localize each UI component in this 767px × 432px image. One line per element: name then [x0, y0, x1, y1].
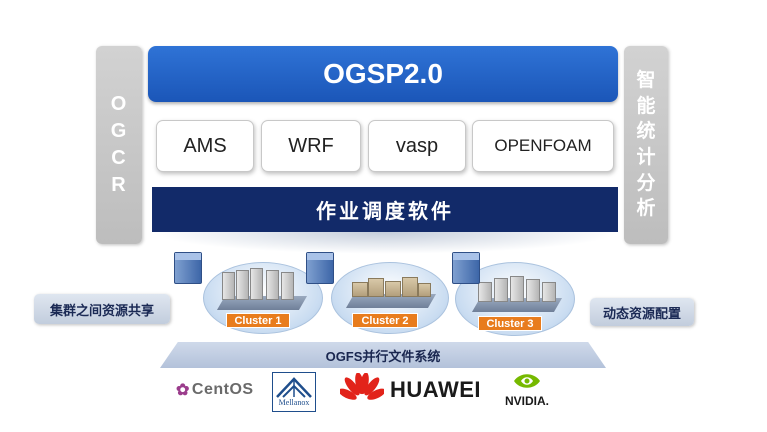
filesystem-bar: OGFS并行文件系统 [160, 342, 606, 368]
nvidia-eye-icon [514, 374, 540, 388]
server-rack [542, 282, 556, 302]
app-box-vasp: vasp [368, 120, 466, 172]
storage-cube-icon [174, 252, 202, 284]
server-rack [236, 270, 249, 300]
centos-gear-icon: ✿ [176, 382, 190, 399]
server-box [385, 281, 401, 297]
stats-char: 分 [636, 172, 656, 194]
nvidia-logo-text: NVIDIA. [504, 394, 549, 408]
stats-char: 析 [636, 198, 656, 220]
server-rack [266, 270, 279, 300]
huawei-flower-icon [340, 373, 384, 400]
ogcr-letter: G [110, 120, 128, 142]
huawei-logo-text: HUAWEI [390, 377, 481, 402]
nvidia-logo: NVIDIA. [500, 370, 554, 410]
mellanox-bridge-icon [276, 377, 312, 398]
server-rack [510, 276, 524, 302]
server-rack [494, 278, 508, 302]
app-box-ams: AMS [156, 120, 254, 172]
centos-logo: ✿ CentOS [176, 378, 254, 402]
scheduler-bar: 作业调度软件 [152, 187, 618, 232]
scheduler-glow [150, 232, 620, 254]
ogcr-letter: O [110, 93, 128, 115]
stats-char: 能 [636, 95, 656, 117]
server-rack [222, 272, 235, 300]
server-box [402, 277, 418, 297]
ogcr-letter: C [111, 147, 127, 169]
server-rack [526, 279, 540, 302]
storage-cube-icon [306, 252, 334, 284]
dynamic-config-tag: 动态资源配置 [590, 298, 694, 326]
server-box [352, 282, 368, 297]
app-box-openfoam: OPENFOAM [472, 120, 614, 172]
ogcr-sidebar: O G C R [96, 46, 142, 244]
resource-sharing-tag: 集群之间资源共享 [34, 294, 170, 324]
storage-cube-icon [452, 252, 480, 284]
cluster-2-label: Cluster 2 [352, 313, 418, 328]
cluster-3-label: Cluster 3 [478, 316, 542, 331]
centos-logo-text: CentOS [191, 381, 254, 398]
server-rack [250, 268, 263, 300]
platform-title-bar: OGSP2.0 [148, 46, 618, 102]
mellanox-logo: Mellanox [272, 372, 316, 412]
stats-char: 计 [636, 147, 656, 168]
server-box [368, 278, 384, 297]
server-box [418, 283, 431, 297]
statistics-sidebar: 智 能 统 计 分 析 [624, 46, 668, 244]
ogcr-letter: R [111, 174, 127, 196]
mellanox-logo-text: Mellanox [278, 398, 310, 407]
server-rack [281, 272, 294, 300]
stats-char: 智 [636, 70, 656, 92]
server-rack [478, 282, 492, 302]
cluster-1-label: Cluster 1 [226, 313, 290, 328]
huawei-logo: HUAWEI [340, 370, 481, 410]
stats-char: 统 [636, 121, 656, 143]
app-box-wrf: WRF [261, 120, 361, 172]
